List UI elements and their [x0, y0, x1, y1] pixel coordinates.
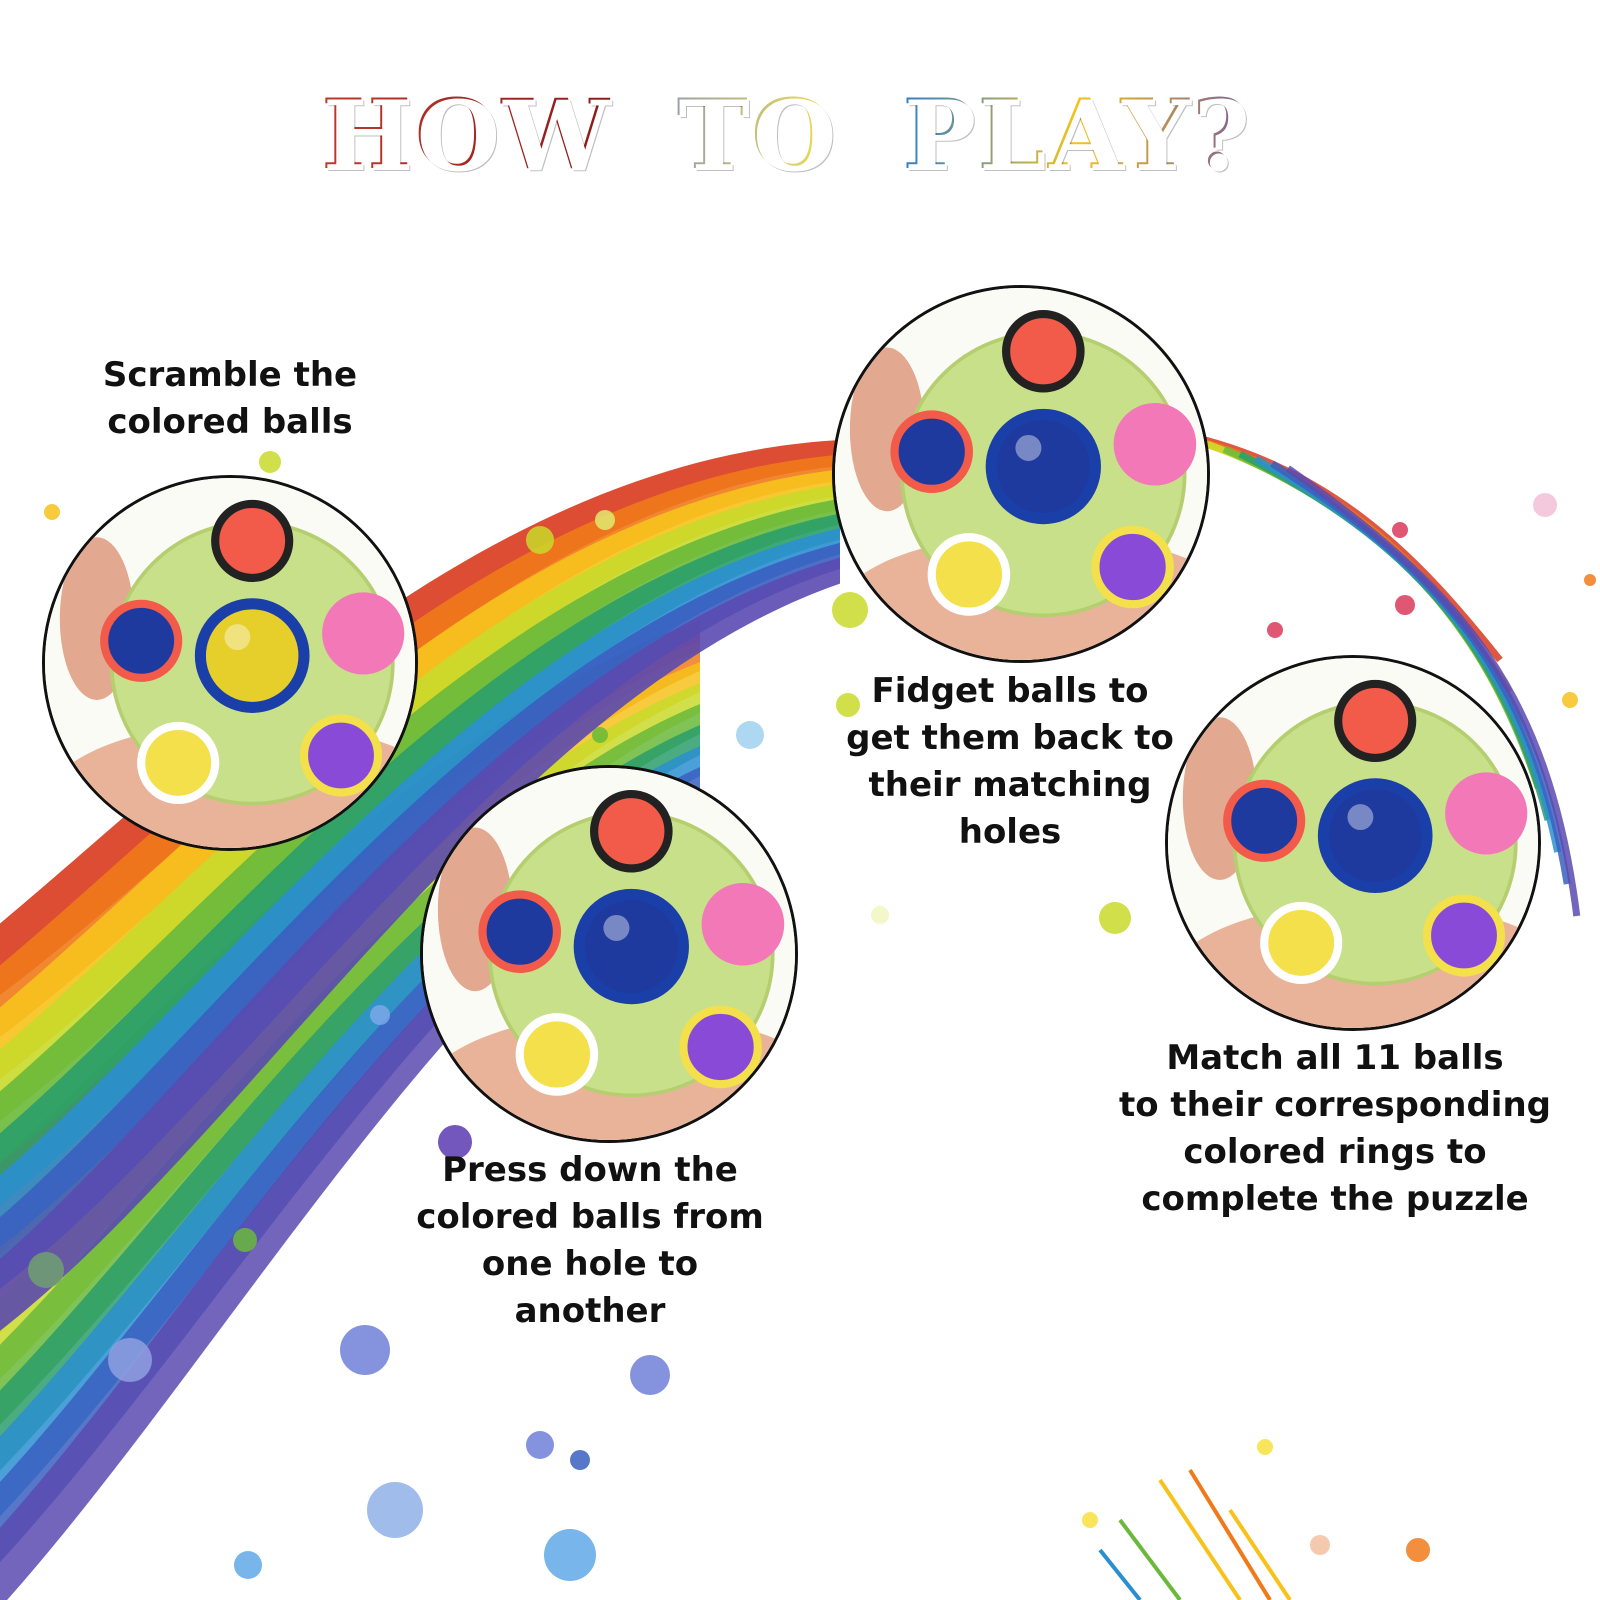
decorative-dot — [28, 1252, 64, 1288]
color-hole — [1334, 679, 1417, 762]
color-hole — [478, 890, 562, 973]
color-hole — [322, 592, 405, 675]
decorative-dot — [544, 1529, 596, 1581]
color-hole — [515, 1013, 599, 1096]
color-hole — [211, 499, 294, 582]
rainbow-streak — [1158, 1478, 1242, 1600]
rainbow-band — [0, 557, 840, 1331]
photo-fidget-ball — [832, 285, 1210, 663]
center-hole — [194, 598, 310, 713]
decorative-dot — [570, 1450, 590, 1470]
center-hole — [985, 408, 1101, 525]
center-hole — [573, 888, 689, 1005]
decorative-dot — [832, 592, 868, 628]
ball-highlight — [224, 624, 251, 651]
decorative-dot — [370, 1005, 390, 1025]
color-hole — [1445, 772, 1528, 855]
decorative-dot — [234, 1551, 262, 1579]
ball-highlight — [603, 914, 630, 941]
decorative-dot — [836, 693, 860, 717]
decorative-dot — [1310, 1535, 1330, 1555]
decorative-dot — [595, 510, 615, 530]
puzzle-ball-illustration — [835, 288, 1207, 660]
rainbow-band — [0, 788, 700, 1600]
rainbow-streak — [1175, 431, 1513, 694]
decorative-dot — [592, 727, 608, 743]
color-hole — [1223, 779, 1306, 862]
photo-scramble-ball — [42, 475, 418, 851]
decorative-dot — [1257, 1439, 1273, 1455]
color-hole — [1113, 402, 1197, 486]
color-hole — [1260, 901, 1343, 984]
rainbow-streak — [1159, 426, 1503, 663]
decorative-dot — [108, 1338, 152, 1382]
color-hole — [100, 599, 183, 682]
rainbow-streak — [1098, 1548, 1142, 1600]
color-hole — [299, 714, 383, 797]
photo-match-ball — [1165, 655, 1541, 1031]
puzzle-ball-illustration — [423, 768, 795, 1140]
rainbow-streak — [1118, 1518, 1182, 1600]
decorative-dot — [340, 1325, 390, 1375]
color-hole — [701, 882, 785, 966]
page-title: HOW TO PLAY? — [0, 78, 1600, 191]
color-hole — [137, 721, 220, 804]
rainbow-streak — [1188, 1468, 1272, 1600]
title-word-to: TO — [676, 78, 838, 191]
color-hole — [590, 789, 673, 873]
rainbow-streak — [1285, 465, 1581, 917]
decorative-dot — [1584, 574, 1596, 586]
puzzle-ball-illustration — [1168, 658, 1538, 1028]
puzzle-ball-illustration — [45, 478, 415, 848]
decorative-dot — [630, 1355, 670, 1395]
decorative-dot — [1082, 1512, 1098, 1528]
decorative-dot — [44, 504, 60, 520]
photo-press-ball — [420, 765, 798, 1143]
color-hole — [890, 410, 974, 493]
decorative-dot — [1392, 522, 1408, 538]
color-hole — [1091, 525, 1174, 609]
title-word-play: PLAY? — [901, 78, 1252, 191]
step-scramble-caption: Scramble the colored balls — [102, 355, 358, 442]
color-hole — [1002, 309, 1085, 393]
ball-highlight — [1015, 434, 1042, 461]
step-press-caption: Press down the colored balls from one ho… — [416, 1150, 764, 1331]
decorative-dot — [1406, 1538, 1430, 1562]
color-hole — [679, 1005, 762, 1089]
decorative-dot — [438, 1125, 472, 1159]
rainbow-streak — [1228, 1508, 1292, 1600]
decorative-dot — [1395, 595, 1415, 615]
decorative-dot — [871, 906, 889, 924]
decorative-dot — [1099, 902, 1131, 934]
decorative-dot — [233, 1228, 257, 1252]
decorative-dot — [259, 451, 281, 473]
center-hole — [1317, 778, 1433, 893]
step-match-caption: Match all 11 balls to their correspondin… — [1118, 1038, 1551, 1219]
decorative-dot — [1533, 493, 1557, 517]
title-word-how: HOW — [320, 78, 613, 191]
decorative-dot — [367, 1482, 423, 1538]
decorative-dot — [526, 1431, 554, 1459]
color-hole — [927, 533, 1011, 616]
decorative-dot — [1562, 692, 1578, 708]
ball-highlight — [1347, 804, 1374, 831]
decorative-dot — [1267, 622, 1283, 638]
color-hole — [1422, 894, 1506, 977]
decorative-dot — [736, 721, 764, 749]
step-fidget-caption: Fidget balls to get them back to their m… — [846, 671, 1174, 852]
decorative-dot — [526, 526, 554, 554]
